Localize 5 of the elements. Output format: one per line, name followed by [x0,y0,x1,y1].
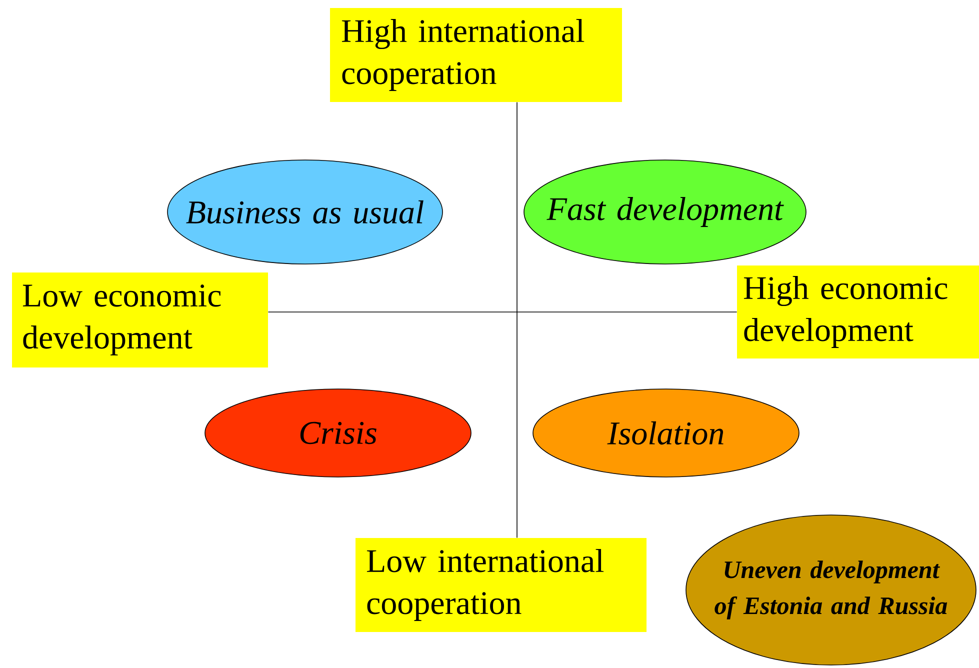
axis-line [516,102,518,538]
axis-label-box: High economic development [737,266,979,358]
axis-label-box: High international cooperation [330,8,622,102]
axis-label-box: Low international cooperation [356,538,646,632]
axis-label-box: Low economic development [12,272,268,368]
